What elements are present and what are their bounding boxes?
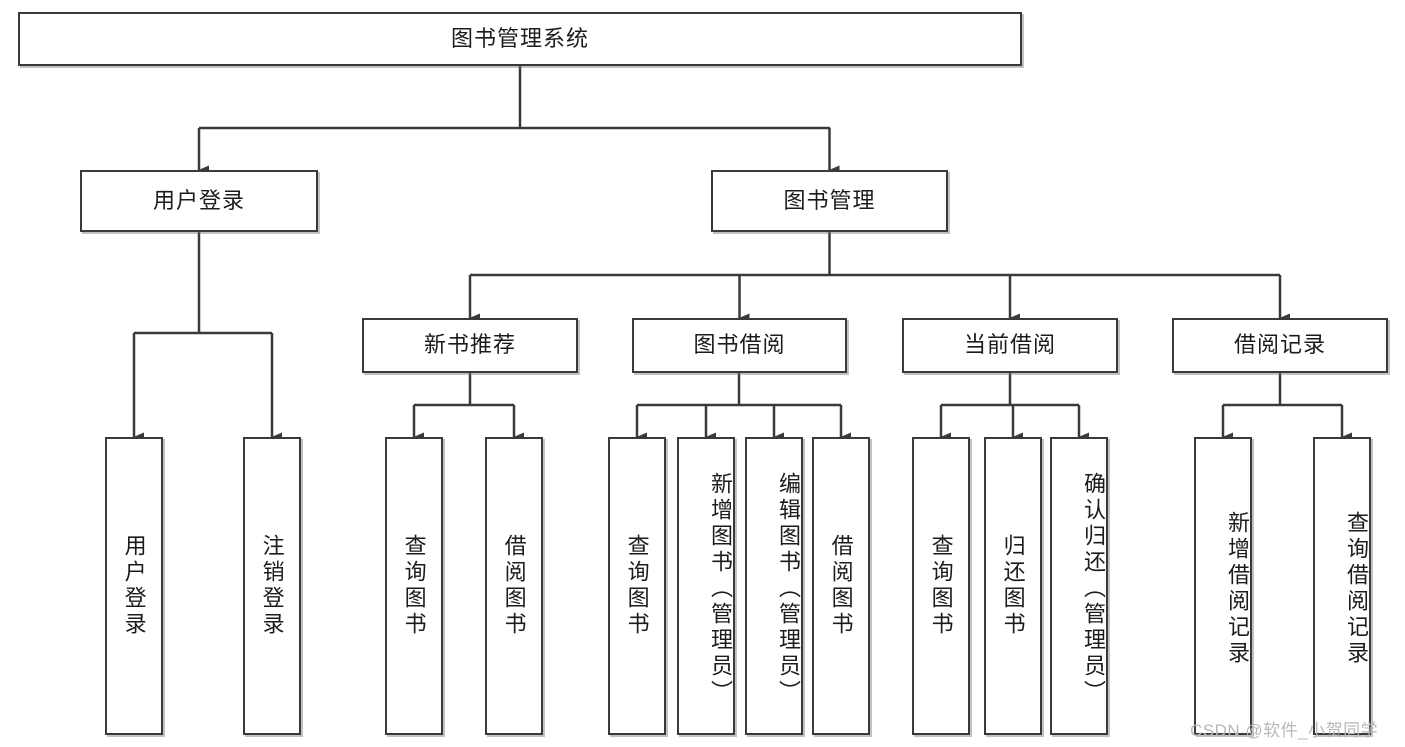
node-label: 图书借阅 <box>693 332 786 358</box>
node-leaf-confirm-return[interactable]: 确认归还（管理员） <box>1050 437 1108 735</box>
node-leaf-logout[interactable]: 注销登录 <box>243 437 301 735</box>
node-new-book-recommend[interactable]: 新书推荐 <box>362 318 578 373</box>
node-leaf-return-book[interactable]: 归还图书 <box>984 437 1042 735</box>
node-leaf-borrow-book-bb[interactable]: 借阅图书 <box>812 437 870 735</box>
node-user-login[interactable]: 用户登录 <box>80 170 318 232</box>
node-borrow-record[interactable]: 借阅记录 <box>1172 318 1388 373</box>
node-label: 图书管理系统 <box>450 25 589 51</box>
node-current-borrow[interactable]: 当前借阅 <box>902 318 1118 373</box>
node-leaf-edit-book[interactable]: 编辑图书（管理员） <box>745 437 803 735</box>
node-label: 查询图书 <box>624 534 650 638</box>
node-book-borrow[interactable]: 图书借阅 <box>632 318 847 373</box>
node-label: 新书推荐 <box>423 332 516 358</box>
node-label: 借阅图书 <box>501 534 527 638</box>
node-label: 借阅图书 <box>828 534 854 638</box>
node-label: 查询借阅记录 <box>1344 511 1369 667</box>
node-label: 图书管理 <box>783 187 876 213</box>
node-label: 新增图书（管理员） <box>708 472 733 706</box>
node-label: 归还图书 <box>1000 534 1026 638</box>
csdn-watermark: CSDN @软件_小贺同学 <box>1190 721 1379 740</box>
node-book-manage[interactable]: 图书管理 <box>711 170 948 232</box>
node-leaf-add-record[interactable]: 新增借阅记录 <box>1194 437 1252 735</box>
node-leaf-query-book-rec[interactable]: 查询图书 <box>385 437 443 735</box>
node-label: 查询图书 <box>928 534 954 638</box>
node-leaf-add-book[interactable]: 新增图书（管理员） <box>677 437 735 735</box>
node-label: 用户登录 <box>121 534 147 638</box>
node-label: 借阅记录 <box>1233 332 1326 358</box>
node-label: 当前借阅 <box>963 332 1056 358</box>
node-root-system[interactable]: 图书管理系统 <box>18 12 1022 66</box>
node-leaf-query-book-bb[interactable]: 查询图书 <box>608 437 666 735</box>
node-leaf-query-book-cb[interactable]: 查询图书 <box>912 437 970 735</box>
node-label: 编辑图书（管理员） <box>776 472 801 706</box>
node-label: 查询图书 <box>401 534 427 638</box>
node-leaf-borrow-book-rec[interactable]: 借阅图书 <box>485 437 543 735</box>
node-label: 用户登录 <box>152 187 245 213</box>
node-label: 注销登录 <box>259 534 285 638</box>
node-label: 确认归还（管理员） <box>1081 472 1106 706</box>
node-leaf-user-login[interactable]: 用户登录 <box>105 437 163 735</box>
node-leaf-query-record[interactable]: 查询借阅记录 <box>1313 437 1371 735</box>
node-label: 新增借阅记录 <box>1225 511 1250 667</box>
